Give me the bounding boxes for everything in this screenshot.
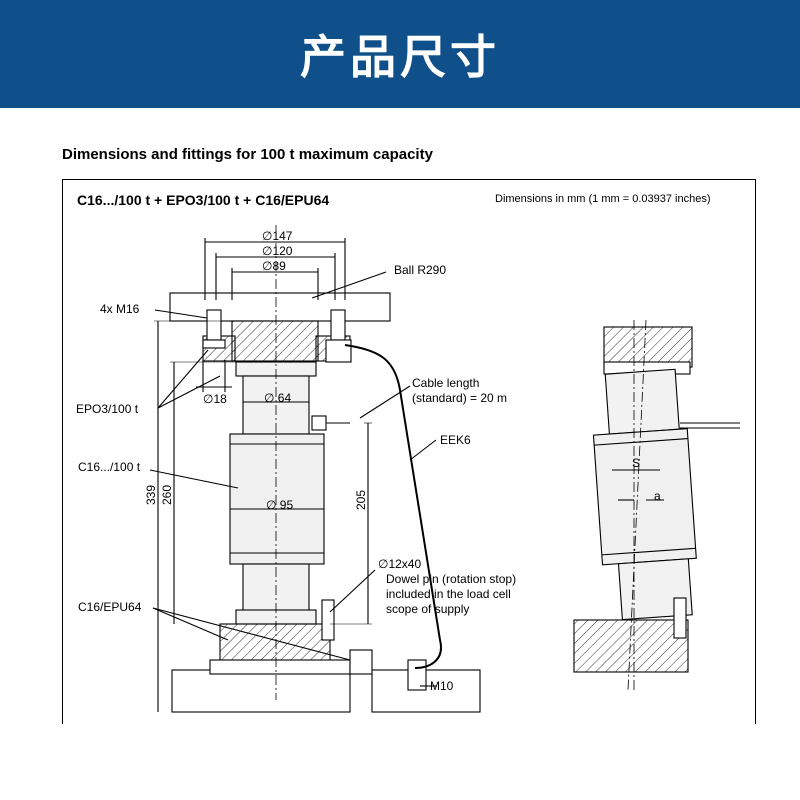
diagram-title: C16.../100 t + EPO3/100 t + C16/EPU64 — [77, 192, 330, 208]
dim-95: ∅ 95 — [266, 498, 293, 512]
bolt-right — [330, 309, 346, 341]
load-cell-body — [229, 433, 325, 565]
dim-dowel: ∅12x40 — [378, 557, 421, 571]
tilt-top-plate — [603, 326, 693, 368]
label-cable-standard: (standard) = 20 m — [412, 391, 507, 405]
dim-18: ∅18 — [203, 392, 227, 406]
tilt-load-cell-body — [592, 428, 697, 566]
drawing-frame — [62, 179, 756, 724]
top-plate — [169, 292, 391, 322]
label-a: a — [654, 489, 661, 503]
label-dowel-1: Dowel pin (rotation stop) — [386, 572, 516, 586]
section-title: Dimensions and fittings for 100 t maximu… — [62, 146, 433, 163]
dim-64: ∅ 64 — [264, 391, 291, 405]
label-c16: C16.../100 t — [78, 460, 141, 474]
label-eek6: EEK6 — [440, 433, 471, 447]
dim-147: ∅147 — [262, 229, 293, 243]
dim-120: ∅120 — [262, 244, 293, 258]
main-assembly-view — [149, 225, 481, 713]
header-banner: 产品尺寸 — [0, 0, 800, 108]
label-epo3: EPO3/100 t — [76, 402, 139, 416]
page-title: 产品尺寸 — [300, 30, 500, 84]
dim-339: 339 — [144, 485, 158, 505]
tilted-assembly-view — [573, 319, 740, 691]
units-note: Dimensions in mm (1 mm = 0.03937 inches) — [495, 193, 711, 205]
label-dowel-3: scope of supply — [386, 602, 469, 616]
bolt-left — [206, 309, 222, 341]
label-m10: M10 — [430, 679, 454, 693]
tilted-view-labels: S a — [632, 456, 661, 503]
dim-89: ∅89 — [262, 259, 286, 273]
dim-205: 205 — [354, 490, 368, 510]
label-dowel-2: included in the load cell — [386, 587, 511, 601]
label-ball: Ball R290 — [394, 263, 446, 277]
top-epo3-block — [231, 320, 319, 362]
cable — [344, 344, 442, 669]
label-cable-length: Cable length — [412, 376, 479, 390]
label-s: S — [632, 456, 640, 470]
label-epu64: C16/EPU64 — [78, 600, 142, 614]
label-m16: 4x M16 — [100, 302, 140, 316]
dim-260: 260 — [160, 485, 174, 505]
main-view-labels: ∅147 ∅120 ∅89 Ball R290 4x M16 EPO3/100 … — [76, 229, 516, 693]
foundation-left — [171, 669, 351, 713]
